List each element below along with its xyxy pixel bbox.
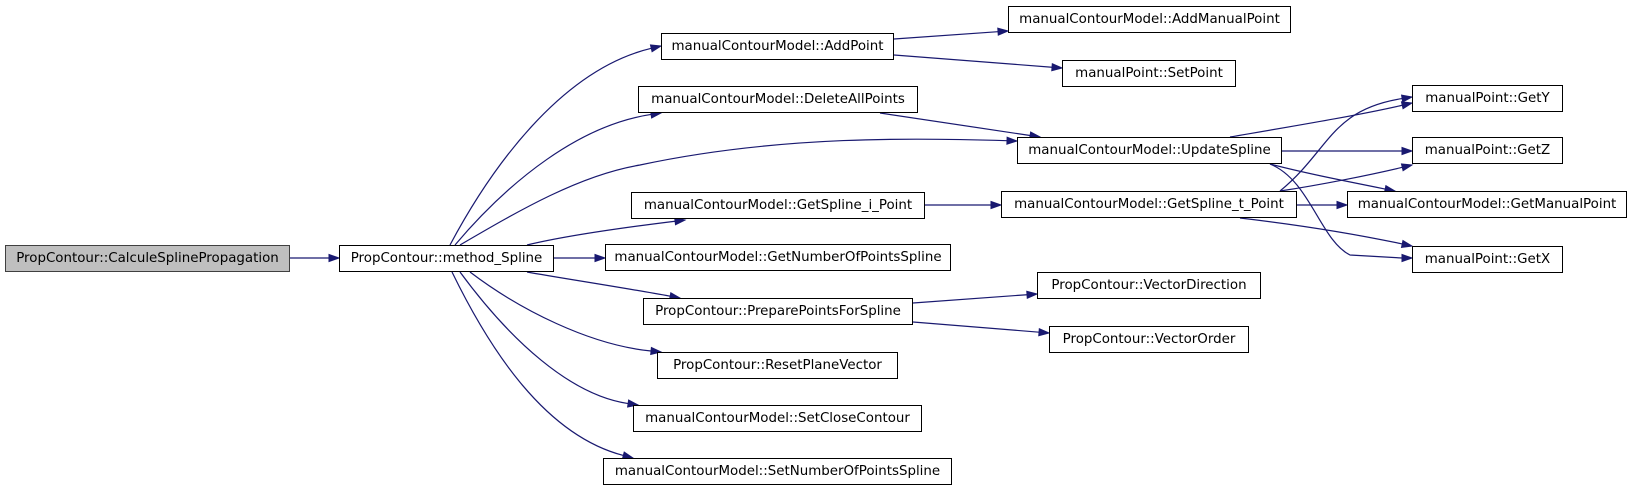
node-add-point[interactable]: manualContourModel::AddPoint xyxy=(661,33,894,60)
arrowhead-get-manual-point xyxy=(1336,200,1349,210)
arrowhead-get-x xyxy=(1400,239,1414,248)
node-get-y[interactable]: manualPoint::GetY xyxy=(1412,85,1563,112)
arrowhead-set-point xyxy=(1051,62,1064,72)
edge-layer xyxy=(290,27,1414,460)
node-get-x[interactable]: manualPoint::GetX xyxy=(1412,246,1563,273)
arrowhead-add-manual-point xyxy=(997,27,1010,36)
node-vector-order[interactable]: PropContour::VectorOrder xyxy=(1049,326,1249,353)
node-vector-direction[interactable]: PropContour::VectorDirection xyxy=(1037,272,1261,299)
arrowhead-vector-direction xyxy=(1026,290,1039,299)
arrowhead-update-spline xyxy=(1006,136,1019,145)
arrowhead-get-z xyxy=(1400,163,1414,172)
edge-update-spline-to-get-y xyxy=(1229,104,1403,138)
node-prepare-points-for-spline[interactable]: PropContour::PreparePointsForSpline xyxy=(643,298,913,325)
arrowhead-get-y xyxy=(1400,94,1414,103)
node-reset-plane-vector[interactable]: PropContour::ResetPlaneVector xyxy=(657,352,898,379)
edge-method-spline-to-set-number-of-points-spline xyxy=(451,271,624,457)
arrowhead-get-y xyxy=(1400,101,1414,110)
arrowhead-vector-order xyxy=(1038,327,1051,337)
node-method-spline[interactable]: PropContour::method_Spline xyxy=(339,245,554,272)
node-set-close-contour[interactable]: manualContourModel::SetCloseContour xyxy=(633,405,922,432)
node-get-manual-point[interactable]: manualContourModel::GetManualPoint xyxy=(1347,191,1627,218)
node-get-number-of-points-spline[interactable]: manualContourModel::GetNumberOfPointsSpl… xyxy=(605,244,951,271)
node-get-spline-t-point[interactable]: manualContourModel::GetSpline_t_Point xyxy=(1001,191,1297,218)
edge-add-point-to-add-manual-point xyxy=(893,31,999,40)
edge-method-spline-to-set-close-contour xyxy=(459,271,629,405)
edge-method-spline-to-add-point xyxy=(449,47,652,246)
edge-method-spline-to-prepare-points-for-spline xyxy=(526,271,671,297)
node-calcule-spline-propagation: PropContour::CalculeSplinePropagation xyxy=(5,245,290,272)
arrowhead-add-point xyxy=(649,44,663,53)
edge-prepare-points-for-spline-to-vector-order xyxy=(912,321,1040,333)
edge-update-spline-to-get-manual-point xyxy=(1269,163,1386,190)
node-set-point[interactable]: manualPoint::SetPoint xyxy=(1062,60,1236,87)
arrowhead-get-number-of-points-spline xyxy=(594,253,607,263)
arrowhead-get-z xyxy=(1401,146,1414,156)
edge-get-spline-t-point-to-get-y xyxy=(1279,97,1403,192)
node-get-z[interactable]: manualPoint::GetZ xyxy=(1412,137,1563,164)
node-delete-all-points[interactable]: manualContourModel::DeleteAllPoints xyxy=(638,86,918,113)
edge-get-spline-t-point-to-get-z xyxy=(1279,166,1403,192)
edge-prepare-points-for-spline-to-vector-direction xyxy=(912,294,1028,304)
edge-add-point-to-set-point xyxy=(893,54,1053,68)
arrowhead-get-x xyxy=(1401,253,1414,263)
edge-delete-all-points-to-update-spline xyxy=(879,112,1031,137)
node-set-number-of-points-spline[interactable]: manualContourModel::SetNumberOfPointsSpl… xyxy=(603,458,952,485)
arrowhead-method-spline xyxy=(328,253,341,263)
node-add-manual-point[interactable]: manualContourModel::AddManualPoint xyxy=(1008,6,1291,33)
node-update-spline[interactable]: manualContourModel::UpdateSpline xyxy=(1017,137,1282,164)
edge-get-spline-t-point-to-get-x xyxy=(1239,217,1403,245)
edge-method-spline-to-delete-all-points xyxy=(454,113,652,246)
node-get-spline-i-point[interactable]: manualContourModel::GetSpline_i_Point xyxy=(631,192,925,219)
edge-method-spline-to-update-spline xyxy=(459,138,1008,246)
edge-method-spline-to-reset-plane-vector xyxy=(469,271,652,352)
arrowhead-reset-plane-vector xyxy=(650,346,663,356)
edge-method-spline-to-get-spline-i-point xyxy=(526,220,676,246)
arrowhead-get-spline-t-point xyxy=(990,200,1003,210)
edge-update-spline-to-get-x xyxy=(1269,163,1403,259)
